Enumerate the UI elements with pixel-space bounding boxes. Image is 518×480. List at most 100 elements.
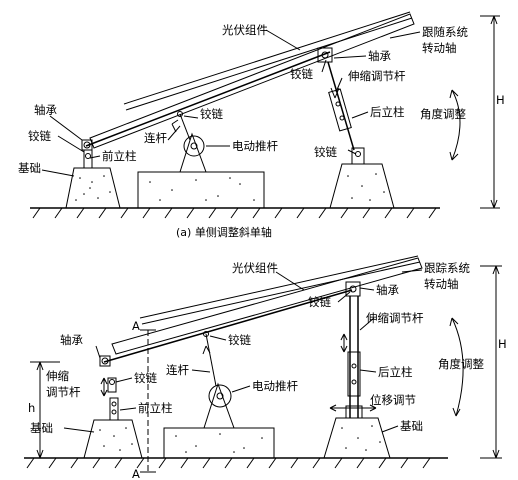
bearing-top-b xyxy=(345,281,361,297)
hinge-top-a xyxy=(321,51,329,59)
telescopic-rod-a xyxy=(328,88,352,132)
label-hinge-left-a: 铰链 xyxy=(28,129,51,143)
label-rotation-axis-a: 转动轴 xyxy=(422,41,457,55)
label-tracking-system-b: 跟踪系统 xyxy=(424,261,470,275)
rear-post-b-hole-2 xyxy=(351,379,357,385)
label-telescopic-left-2-b: 调节杆 xyxy=(46,385,81,399)
link-rod-b xyxy=(205,333,217,387)
arrow-displacement-b xyxy=(329,404,377,412)
label-bearing-left-a: 轴承 xyxy=(34,103,57,117)
label-bearing-left-b: 轴承 xyxy=(60,333,83,347)
label-hinge-top-a: 铰链 xyxy=(290,67,313,81)
label-hinge-mid-a: 铰链 xyxy=(200,107,223,121)
dim-h-arrow-bottom-b xyxy=(492,449,500,459)
ground-hatch-a xyxy=(32,207,437,219)
front-post-a xyxy=(83,149,93,169)
angle-arc-a xyxy=(451,89,461,161)
arrow-rear-a xyxy=(330,87,340,99)
leader-foundation-a xyxy=(41,169,75,177)
angle-arc-b-head-bottom xyxy=(452,407,461,417)
pv-panel-a-top xyxy=(123,11,411,105)
leader-hinge-left-a xyxy=(57,135,85,153)
hinge-top-b xyxy=(349,285,357,293)
foundation-left-b-texture xyxy=(99,427,133,451)
actuator-base-b xyxy=(203,382,235,429)
ground-hatch-b xyxy=(26,457,431,469)
label-angle-adjust-b: 角度调整 xyxy=(438,357,484,371)
leader-pv-a xyxy=(265,29,301,51)
label-telescopic-rod-b: 伸缩调节杆 xyxy=(366,311,424,325)
foundation-right-a-texture xyxy=(347,173,385,201)
actuator-wheel-a xyxy=(183,135,205,157)
leader-hinge-top-b xyxy=(337,291,351,303)
dim-small-h-arrow-bottom-b xyxy=(36,449,44,459)
label-rotation-axis-b: 转动轴 xyxy=(424,277,459,291)
pv-panel-b xyxy=(111,257,423,355)
leader-foundation-right-b xyxy=(381,425,399,433)
dim-small-h-arrow-top-b xyxy=(36,361,44,371)
foundation-mid-b-texture xyxy=(175,433,263,453)
angle-arc-a-head-bottom xyxy=(449,151,459,161)
rod-hole-2-a xyxy=(339,115,345,121)
leader-foundation-left-b xyxy=(63,427,95,433)
label-link-rod-a: 连杆 xyxy=(144,131,167,145)
leader-hinge-left-b xyxy=(115,377,133,383)
label-section-a-top-b: A xyxy=(132,319,140,333)
leader-bearing-top-b xyxy=(359,287,375,291)
leader-hinge-top-a xyxy=(321,59,327,73)
foundation-left-a-texture xyxy=(75,175,111,201)
label-bearing-top-b: 轴承 xyxy=(376,283,399,297)
label-telescopic-left-1-b: 伸缩 xyxy=(46,369,69,383)
leader-axis-a xyxy=(389,31,421,39)
leader-rear-post-b xyxy=(359,369,377,373)
label-bearing-top-a: 轴承 xyxy=(368,49,391,63)
label-foundation-a: 基础 xyxy=(18,161,41,175)
rear-post-a xyxy=(327,61,355,151)
leader-rod-a xyxy=(335,77,343,93)
rear-post-b-base xyxy=(345,405,363,419)
leader-link-rod-a xyxy=(167,125,181,141)
arrow-mid-a xyxy=(171,119,179,133)
leader-actuator-b xyxy=(231,385,251,393)
label-height-b: H xyxy=(498,337,507,351)
foundation-right-b xyxy=(323,417,391,459)
foundation-mid-a xyxy=(137,171,265,209)
foundation-right-a xyxy=(329,163,395,209)
label-foundation-right-b: 基础 xyxy=(400,419,423,433)
caption-a: (a) 单侧调整斜单轴 xyxy=(176,225,272,239)
label-front-post-b: 前立柱 xyxy=(138,401,173,415)
label-front-post-a: 前立柱 xyxy=(102,149,137,163)
leader-rear-post-a xyxy=(351,111,369,119)
leader-bearing-left-b xyxy=(95,345,101,359)
angle-arc-a-head-top xyxy=(449,89,459,99)
diagram-a: 光伏组件 跟随系统 转动轴 轴承 铰链 伸缩调节杆 后立柱 角度调整 铰链 H … xyxy=(18,11,505,239)
label-pv-module-a: 光伏组件 xyxy=(222,23,268,37)
leader-pv-b xyxy=(275,271,305,291)
label-electric-actuator-b: 电动推杆 xyxy=(252,379,298,393)
pv-panel-a xyxy=(89,13,415,149)
leader-bearing-top-a xyxy=(333,55,367,59)
leader-hinge-mid-a xyxy=(183,115,199,119)
pv-panel-a-surface xyxy=(125,17,413,111)
hinge-mid-a xyxy=(177,111,183,117)
leader-hinge-mid-b xyxy=(209,335,227,341)
link-rod-a xyxy=(179,113,191,141)
leader-front-post-a xyxy=(89,155,101,159)
leader-hinge-bottom-a xyxy=(347,149,357,155)
label-foundation-left-b: 基础 xyxy=(30,421,53,435)
front-post-b-upper xyxy=(107,377,117,393)
foundation-mid-b xyxy=(163,427,275,459)
label-rear-post-a: 后立柱 xyxy=(370,105,405,119)
leader-link-rod-b xyxy=(191,369,211,373)
foundation-mid-a-texture xyxy=(149,177,255,201)
arrow-rear-post-b xyxy=(340,333,348,353)
label-rear-post-b: 后立柱 xyxy=(378,365,413,379)
leader-front-post-b xyxy=(119,407,137,411)
hinge-left-a xyxy=(85,153,91,159)
front-post-b-hole-2 xyxy=(111,409,117,415)
rear-post-b-sleeve xyxy=(347,351,361,397)
label-hinge-bottom-a: 铰链 xyxy=(314,145,337,159)
foundation-left-a xyxy=(65,167,121,209)
front-post-b xyxy=(109,397,119,421)
